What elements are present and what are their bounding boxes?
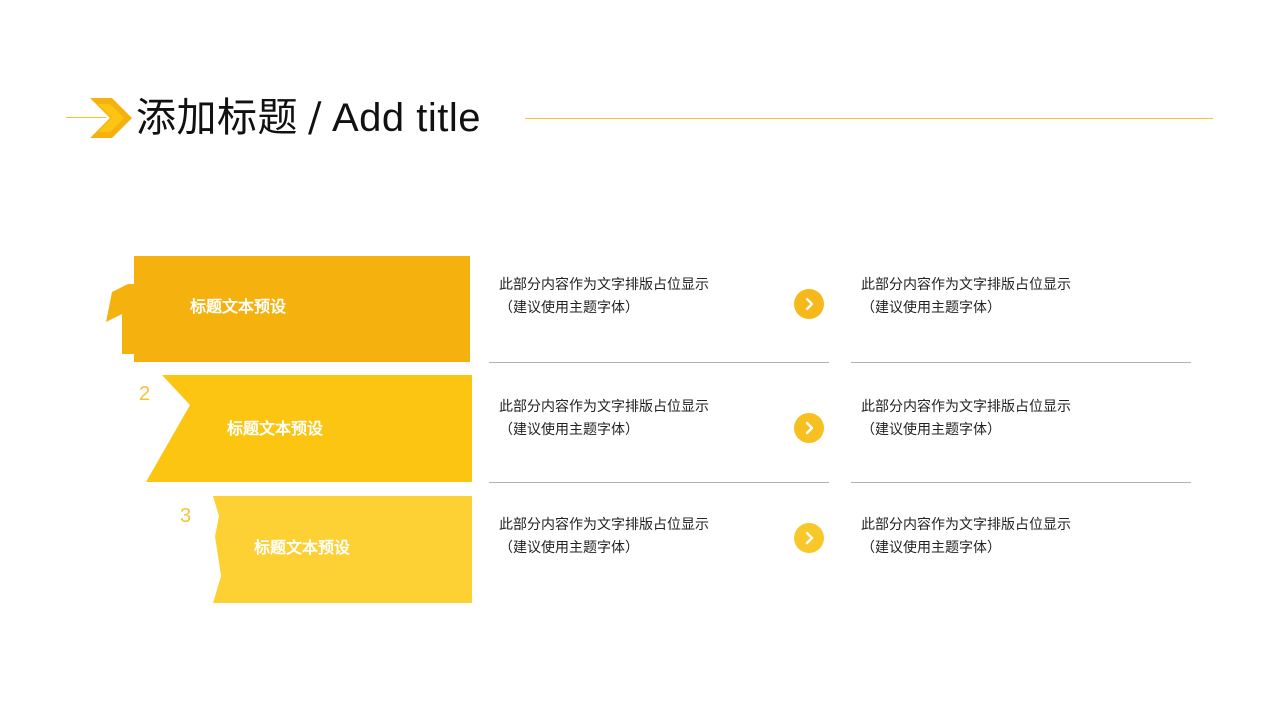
page-title-en: Add title (331, 96, 482, 140)
row-3-left-desc-line1: 此部分内容作为文字排版占位显示 (499, 517, 709, 533)
row-2-left-desc-line1: 此部分内容作为文字排版占位显示 (499, 399, 709, 415)
title-left-line (66, 117, 106, 118)
row-2-right-desc: 此部分内容作为文字排版占位显示 （建议使用主题字体） (861, 396, 1071, 442)
row-1-arrow-button[interactable] (794, 289, 824, 319)
row-3-number: 3 (180, 505, 192, 527)
row-3-label-box (213, 496, 472, 603)
row-1-right-desc: 此部分内容作为文字排版占位显示 （建议使用主题字体） (861, 274, 1071, 320)
row-2-label-box (146, 375, 472, 482)
row-2-right-desc-line1: 此部分内容作为文字排版占位显示 (861, 399, 1071, 415)
page-title: 添加标题/Add title (136, 92, 481, 144)
chevron-right-icon (805, 531, 814, 545)
chevron-right-icon (90, 98, 132, 138)
row-3-right-desc-line1: 此部分内容作为文字排版占位显示 (861, 517, 1071, 533)
row-3-arrow-button[interactable] (794, 523, 824, 553)
page-title-separator: / (308, 95, 322, 141)
row-2-left-desc: 此部分内容作为文字排版占位显示 （建议使用主题字体） (499, 396, 709, 442)
row-1-left-desc: 此部分内容作为文字排版占位显示 （建议使用主题字体） (499, 274, 709, 320)
row-2-left-desc-line2: （建议使用主题字体） (499, 422, 639, 438)
chevron-right-icon (805, 421, 814, 435)
row-1-number-shape (106, 284, 138, 354)
row-3-right-desc-line2: （建议使用主题字体） (861, 540, 1001, 556)
row-1-label-box (134, 256, 470, 362)
row-1-label: 标题文本预设 (190, 297, 287, 316)
row-1-divider-left (489, 362, 829, 363)
row-1-right-desc-line2: （建议使用主题字体） (861, 300, 1001, 316)
title-right-line (525, 118, 1213, 119)
row-2-divider-left (489, 482, 829, 483)
row-3-label: 标题文本预设 (254, 538, 351, 557)
row-2-arrow-button[interactable] (794, 413, 824, 443)
row-3-left-desc-line2: （建议使用主题字体） (499, 540, 639, 556)
row-1-left-desc-line1: 此部分内容作为文字排版占位显示 (499, 277, 709, 293)
row-3-right-desc: 此部分内容作为文字排版占位显示 （建议使用主题字体） (861, 514, 1071, 560)
row-1-right-desc-line1: 此部分内容作为文字排版占位显示 (861, 277, 1071, 293)
row-1-left-desc-line2: （建议使用主题字体） (499, 300, 639, 316)
row-2-label: 标题文本预设 (227, 419, 324, 438)
row-1-divider-right (851, 362, 1191, 363)
row-2-divider-right (851, 482, 1191, 483)
row-3-left-desc: 此部分内容作为文字排版占位显示 （建议使用主题字体） (499, 514, 709, 560)
row-2-right-desc-line2: （建议使用主题字体） (861, 422, 1001, 438)
row-2-number: 2 (139, 383, 151, 405)
page-title-cn: 添加标题 (136, 95, 298, 141)
chevron-right-icon (805, 297, 814, 311)
